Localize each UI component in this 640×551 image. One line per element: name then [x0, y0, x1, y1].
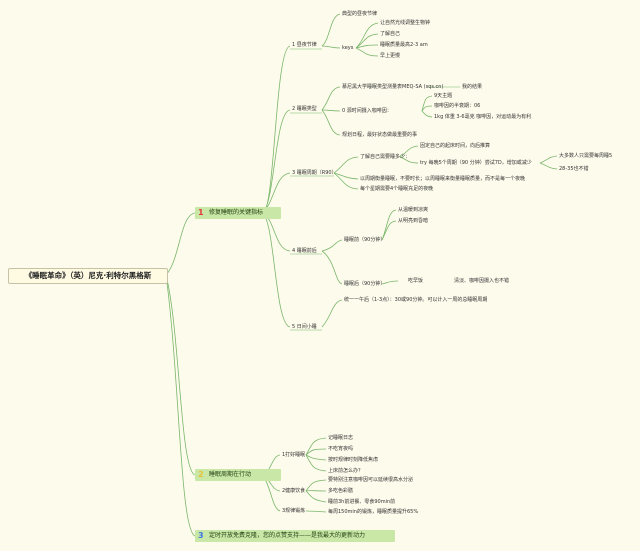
leaf: 睡眠后（90分钟）: [344, 281, 386, 287]
leaf: 要特别注意咖啡因可以延续很高水分泌: [328, 477, 414, 483]
branch-number: 3: [198, 531, 204, 540]
node-before-after[interactable]: 4 睡眠前后: [292, 248, 317, 254]
leaf: 0 源时间摄入咖啡因：: [342, 108, 392, 114]
leaf: 28-35也不错: [559, 166, 589, 172]
edge-root-b1: [165, 212, 196, 276]
leaf: 从明亮到昏暗: [398, 218, 429, 224]
leaf: 规划日程，最好状态做最重要的事: [342, 132, 418, 138]
branch-label: 修复睡眠的关键指标: [209, 209, 264, 216]
leaf: 清淡、咖啡因摄入也不错: [454, 278, 510, 284]
node-good-sleep[interactable]: 1打好睡眠: [282, 452, 306, 458]
leaf: 按时规律时刻降低焦虑: [328, 457, 379, 463]
leaf: 早上更慢: [380, 53, 401, 59]
branch-number: 1: [198, 208, 204, 217]
leaf: 上床前怎么办？: [328, 468, 364, 474]
node-exercise[interactable]: 3规律锻炼: [282, 508, 306, 514]
node-sleep-type[interactable]: 2 睡眠类型: [292, 106, 317, 112]
edge-b1-n5: [262, 212, 291, 328]
node-nap[interactable]: 5 日间小睡: [292, 324, 317, 330]
leaf: keys: [342, 45, 354, 51]
leaf: 我的结果: [462, 84, 483, 90]
branch-label: 定时开放免费克隆，您的点赞支持——是我最大的更新动力: [209, 532, 366, 539]
leaf: 1kg 体重 3-6毫克 咖啡因，对运动最为有利: [434, 114, 532, 120]
leaf: 记睡眠日志: [328, 435, 354, 441]
edge-root-b3: [165, 274, 196, 537]
leaf: 从温暖到凉爽: [398, 207, 429, 213]
leaf: 大多数人只需要每周睡5: [559, 153, 613, 159]
node-r90[interactable]: 3 睡眠周期（R90）: [292, 170, 337, 176]
leaf: 睡前3h前进餐、零食90min前: [328, 499, 396, 505]
root-node[interactable]: 《睡眠革命》（英）尼克·利特尔黑格斯: [8, 268, 168, 284]
leaf: 吃早饭: [408, 278, 424, 284]
leaf: 了解自己: [380, 31, 401, 37]
leaf: 了解自己需要睡多少：: [360, 154, 411, 160]
leaf: 9天主题: [434, 93, 453, 99]
branch-number: 2: [198, 470, 204, 479]
node-healthy-diet[interactable]: 2健康饮食: [282, 488, 306, 494]
branch-sleep-cycle-action[interactable]: 2 睡眠周期在行动: [195, 469, 281, 481]
leaf: try 每晚5个周期（90 分钟）尝试7D，增加或减少: [420, 160, 532, 166]
leaf: 每周150min的锻炼，睡眠质量提升65%: [328, 509, 419, 515]
leaf: 以周期衡量睡眠，不要时长；以周睡眠来衡量睡眠质量，而不是每一个夜晚: [360, 176, 526, 182]
leaf: 睡眠质量最高2-3 am: [380, 42, 428, 48]
leaf: 睡眠前（90分钟）: [344, 237, 386, 243]
edge-b1-n2: [262, 109, 291, 214]
leaf: 统一一午后（1-3点）：30或90分钟。可以计入一周的总睡眠周期: [344, 297, 488, 303]
leaf: 多吃色彩膳: [328, 488, 354, 494]
leaf: 固定自己的起床时间，向后推算: [420, 143, 491, 149]
leaf: 让自然光线调整生物钟: [380, 20, 431, 26]
branch-free-clone[interactable]: 3 定时开放免费克隆，您的点赞支持——是我最大的更新动力: [195, 530, 395, 542]
leaf: 慕尼黑大学睡眠类型测量表MEQ-SA (sqs.cn): [342, 84, 444, 90]
node-circadian[interactable]: 1 昼夜节律: [292, 42, 317, 48]
edge-b1-n1: [262, 45, 291, 214]
branch-label: 睡眠周期在行动: [209, 471, 252, 478]
branch-key-indicators[interactable]: 1 修复睡眠的关键指标: [195, 207, 281, 219]
leaf: 不吃宵夜吗: [328, 446, 354, 452]
edge-root-b2: [165, 274, 196, 476]
leaf: 每个星期需要4个睡眠充足的夜晚: [360, 186, 434, 192]
leaf: 咖啡因的半衰期：06: [434, 103, 481, 109]
leaf: 典型的昼夜节律: [342, 11, 378, 17]
